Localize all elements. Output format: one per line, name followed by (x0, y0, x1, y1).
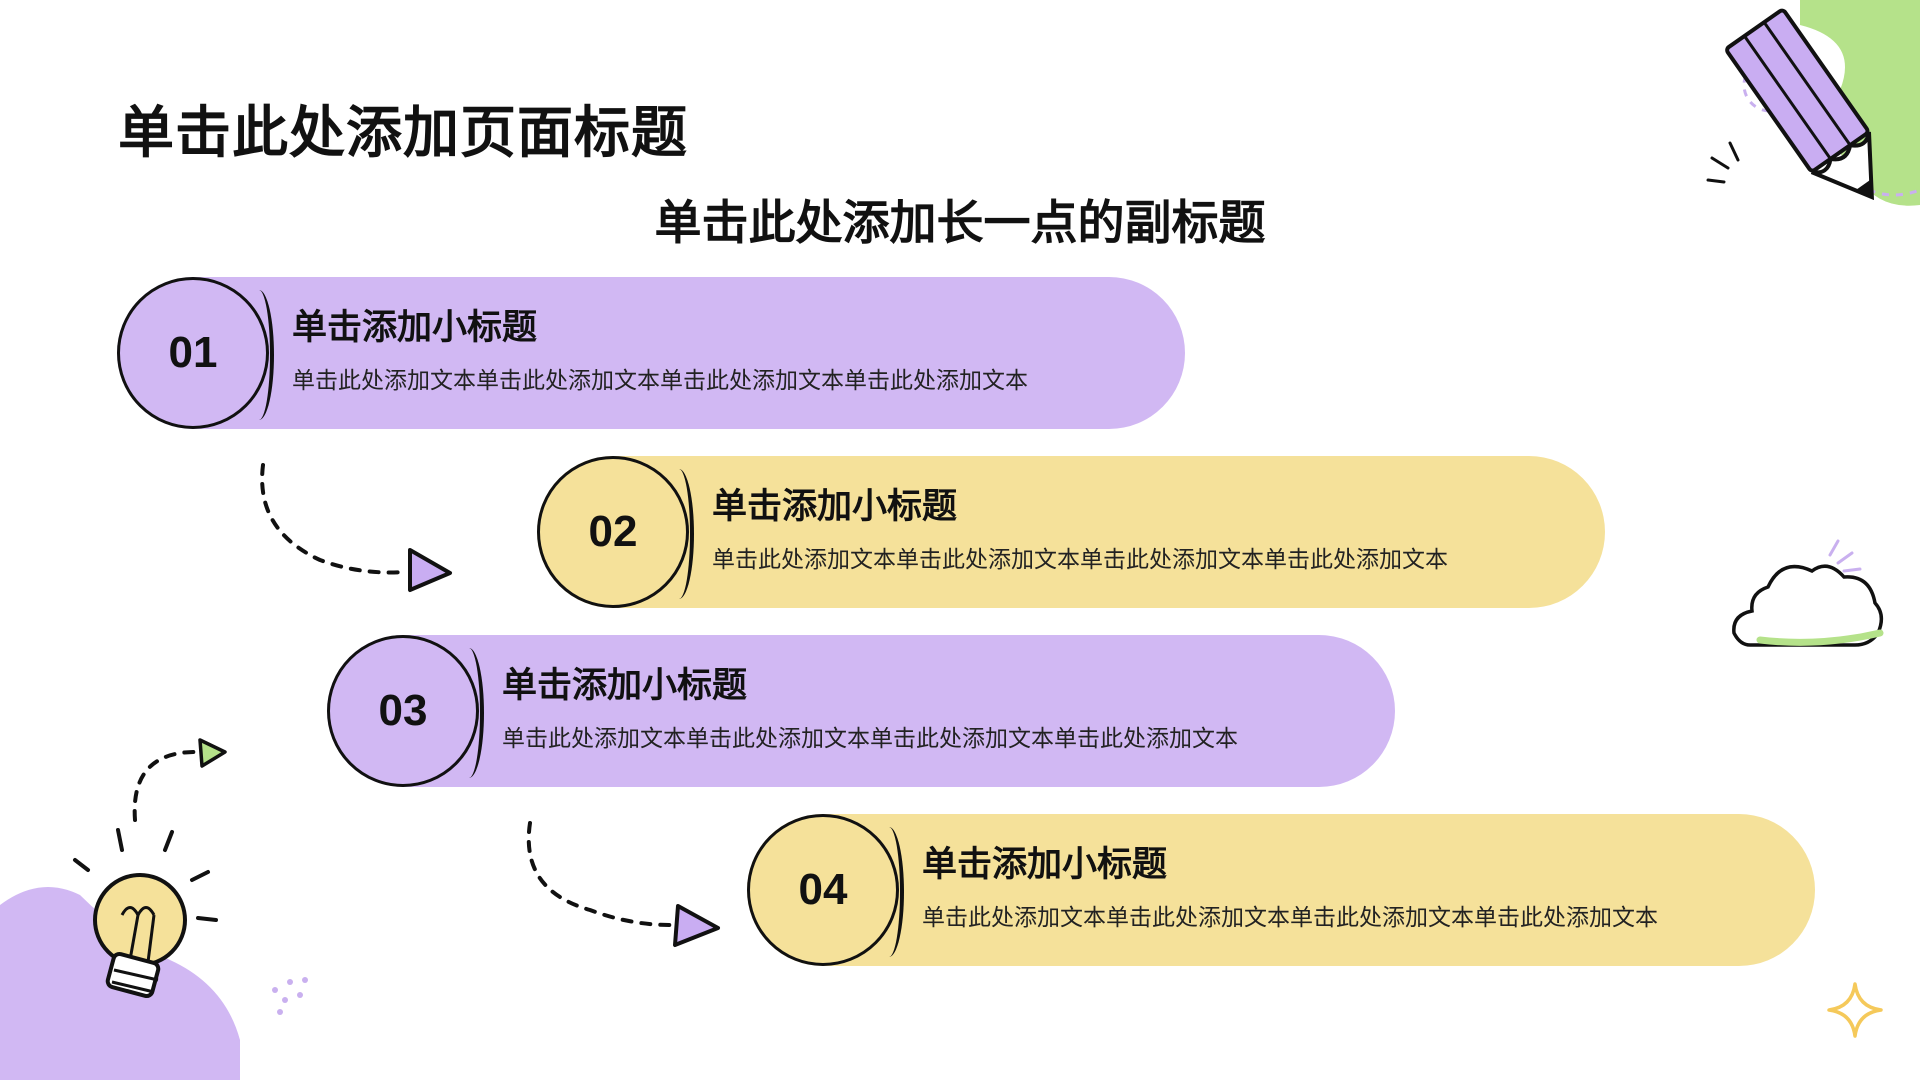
step-04[interactable]: 04 单击添加小标题 单击此处添加文本单击此处添加文本单击此处添加文本单击此处添… (747, 814, 1815, 966)
step-pill (327, 635, 1395, 787)
lightbulb-icon (73, 828, 218, 999)
green-blob (1800, 0, 1920, 206)
sparkle-icon (1827, 982, 1883, 1038)
step-number: 01 (168, 328, 218, 377)
step-text[interactable]: 单击此处添加文本单击此处添加文本单击此处添加文本单击此处添加文本 (922, 905, 1658, 931)
step-heading[interactable]: 单击添加小标题 (502, 666, 748, 706)
step-heading[interactable]: 单击添加小标题 (712, 487, 958, 527)
step-number: 02 (588, 507, 638, 556)
pencil-icon (1706, 8, 1875, 200)
dashed-curve (1844, 173, 1920, 197)
step-number-badge: 01 (117, 277, 274, 429)
cloud-icon (1732, 539, 1884, 647)
step-number: 04 (798, 865, 848, 914)
step-02[interactable]: 02 单击添加小标题 单击此处添加文本单击此处添加文本单击此处添加文本单击此处添… (537, 456, 1605, 608)
step-number-badge: 02 (537, 456, 694, 608)
page-title[interactable]: 单击此处添加页面标题 (118, 101, 688, 166)
step-pill (117, 277, 1185, 429)
step-number: 03 (378, 686, 428, 735)
step-heading[interactable]: 单击添加小标题 (922, 845, 1168, 885)
step-01[interactable]: 01 单击添加小标题 单击此处添加文本单击此处添加文本单击此处添加文本单击此处添… (117, 277, 1185, 429)
step-text[interactable]: 单击此处添加文本单击此处添加文本单击此处添加文本单击此处添加文本 (292, 368, 1028, 394)
step-heading[interactable]: 单击添加小标题 (292, 308, 538, 348)
page-subtitle[interactable]: 单击此处添加长一点的副标题 (654, 196, 1266, 251)
step-pill (747, 814, 1815, 966)
step-pill (537, 456, 1605, 608)
step-03[interactable]: 03 单击添加小标题 单击此处添加文本单击此处添加文本单击此处添加文本单击此处添… (327, 635, 1395, 787)
step-number-badge: 04 (747, 814, 904, 966)
step-number-badge: 03 (327, 635, 484, 787)
step-text[interactable]: 单击此处添加文本单击此处添加文本单击此处添加文本单击此处添加文本 (712, 547, 1448, 573)
step-text[interactable]: 单击此处添加文本单击此处添加文本单击此处添加文本单击此处添加文本 (502, 726, 1238, 752)
